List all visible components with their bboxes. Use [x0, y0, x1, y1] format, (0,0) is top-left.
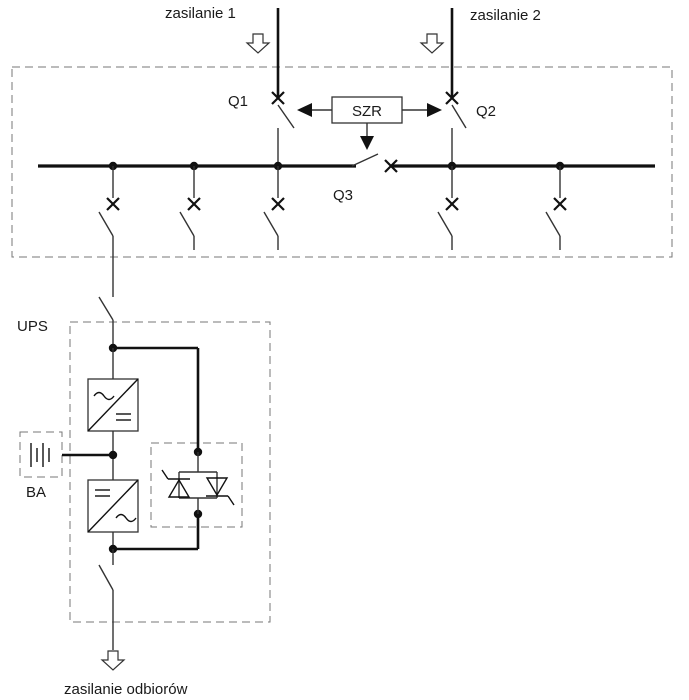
outgoing-feeder [179, 166, 201, 250]
supply-1-arrow [245, 33, 271, 54]
szr-controller [297, 96, 442, 150]
supply-2-feeder [419, 8, 467, 166]
label-supply-1: zasilanie 1 [165, 5, 236, 22]
q1-switch-blade [277, 104, 295, 129]
label-q3: Q3 [333, 187, 353, 204]
label-q1: Q1 [228, 93, 248, 110]
ups-output-switch [98, 549, 114, 650]
bypass-path [113, 346, 200, 551]
supply-1-feeder [245, 8, 295, 166]
outgoing-feeder [263, 166, 285, 250]
q2-switch-blade [451, 104, 467, 129]
label-ups: UPS [17, 318, 48, 335]
q3-switch-blade [351, 153, 379, 167]
static-switch [161, 452, 235, 514]
outgoing-feeder [437, 166, 459, 250]
outgoing-feeder [98, 166, 120, 297]
load-supply-arrow [100, 650, 126, 671]
label-load-supply: zasilanie odbiorów [64, 681, 188, 698]
battery [30, 443, 50, 467]
static-switch-enclosure [150, 442, 243, 528]
battery-enclosure [19, 431, 63, 478]
dc-link-junction [108, 450, 118, 460]
inverter [87, 479, 139, 533]
label-supply-2: zasilanie 2 [470, 7, 541, 24]
ups-enclosure [69, 321, 271, 623]
label-szr: SZR [352, 103, 382, 120]
switchgear-enclosure [11, 66, 673, 258]
supply-2-arrow [419, 33, 445, 54]
ups-input-switch [98, 296, 114, 348]
rectifier [87, 378, 139, 432]
outgoing-feeder [545, 166, 567, 250]
label-battery: BA [26, 484, 46, 501]
label-q2: Q2 [476, 103, 496, 120]
